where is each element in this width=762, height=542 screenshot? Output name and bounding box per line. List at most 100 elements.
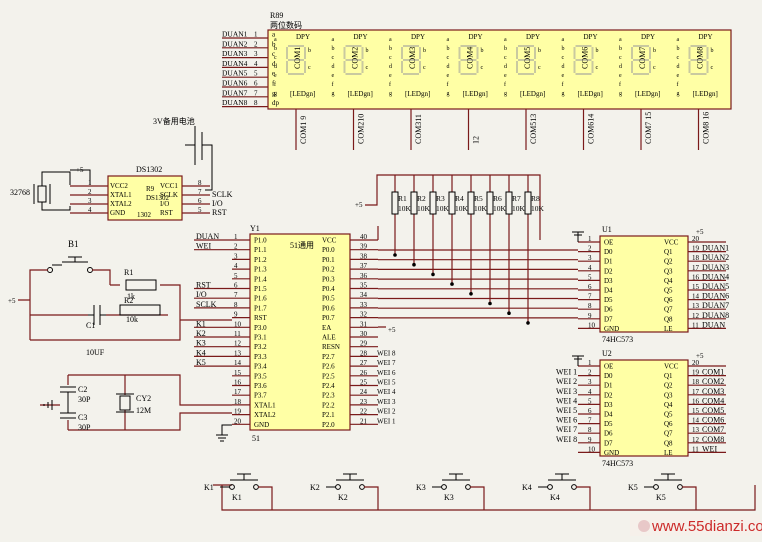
key-ref-label: K4 <box>550 493 560 502</box>
keys-common-wire <box>213 484 756 511</box>
latch-right-pin-name: Q5 <box>664 411 673 419</box>
key-contact-right <box>571 484 577 490</box>
mcu-right-pin-number: 21 <box>360 417 368 425</box>
mcu-left-pin-number: 1 <box>234 233 238 241</box>
latch-right-net-label: COM6 <box>702 416 724 425</box>
resistor-r2-value: 10k <box>126 315 138 324</box>
rarray-resistor-body <box>524 191 532 215</box>
latch-right-pin-number: 14 <box>692 417 700 425</box>
mcu-right-pin-name: P2.5 <box>322 372 335 380</box>
latch-left-pin-name: D7 <box>604 315 613 323</box>
mcu-left-pin-number: 4 <box>234 262 238 270</box>
digit-seg-letter-right: b <box>711 48 714 54</box>
duan-label: DUAN3 <box>222 49 248 58</box>
rtc-right-pin-number: 7 <box>198 188 202 196</box>
latch-left-pin-number: 6 <box>588 407 592 415</box>
digit-type-label: DPY <box>296 33 310 41</box>
digit-seg-letter-left: e <box>447 73 450 79</box>
resistor-r2-body <box>119 304 161 316</box>
digit-sub-label: [LEDgn] <box>520 90 545 98</box>
latch-right-net-label: DUAN4 <box>702 272 729 281</box>
digit-name: COM4 <box>466 47 475 69</box>
digit-seg-letter-left: g <box>619 91 622 97</box>
rtc-left-pin-name: XTAL1 <box>110 191 132 199</box>
latch-left-pin-name: D3 <box>604 277 613 285</box>
latch-left-pin-name: D0 <box>604 248 613 256</box>
rarray-resistor-ref: R3 <box>436 194 445 203</box>
digit-seg-letter-left: a <box>389 37 392 43</box>
latch-right-pin-number: 12 <box>692 312 700 320</box>
key-return-wire <box>364 486 379 510</box>
rtc-right-pin-name: RST <box>160 209 174 217</box>
mcu-right-pin-number: 24 <box>360 388 368 396</box>
latch-left-pin-name: D3 <box>604 401 613 409</box>
latch-right-pin-name: Q2 <box>664 258 673 266</box>
rtc-overlay-part: DS1302 <box>146 194 169 202</box>
latch-left-pin-name: D6 <box>604 306 613 314</box>
latch-right-pin-name: VCC <box>664 363 679 371</box>
latch-left-pin-name: D4 <box>604 287 613 295</box>
mcu-right-pin-name: P2.6 <box>322 363 335 371</box>
latch-left-pin-number: 4 <box>588 264 592 272</box>
latch-right-pin-number: 13 <box>692 302 700 310</box>
digit-seg-letter-left: d <box>619 64 622 70</box>
mcu-right-pin-number: 25 <box>360 379 368 387</box>
display-ref: R89 <box>270 11 283 20</box>
mcu-right-pin-name: P0.3 <box>322 275 335 283</box>
latch-oe-ground-symbol <box>572 355 584 366</box>
rtc-right-pin-number: 5 <box>198 206 202 214</box>
duan-pin-number: 7 <box>254 89 258 97</box>
digit-sub-label: [LEDgn] <box>578 90 603 98</box>
latch-left-pin-number: 9 <box>588 436 592 444</box>
digit-sub-label: [LEDgn] <box>693 90 718 98</box>
duan-label: DUAN1 <box>222 30 248 39</box>
latch-left-pin-number: 7 <box>588 417 592 425</box>
latch-right-pin-number: 18 <box>692 378 700 386</box>
latch-right-pin-number: 19 <box>692 369 700 377</box>
mcu-left-net-label: WEI <box>196 242 211 251</box>
key-contact-left <box>335 484 341 490</box>
digit-seg-letter-right: c <box>538 65 541 71</box>
latch-left-pin-number: 9 <box>588 312 592 320</box>
latch-oe-ground-symbol <box>572 231 584 242</box>
digit-seg-letter-left: e <box>562 73 565 79</box>
latch-ref: U2 <box>602 349 612 358</box>
rarray-resistor-value: 10K <box>512 204 526 213</box>
latch-right-net-label: DUAN1 <box>702 244 729 253</box>
mcu-right-net-label: WEI 7 <box>377 359 396 367</box>
digit-seg-letter-left: c <box>332 55 335 61</box>
digit-seg-letter-left: g <box>677 91 680 97</box>
latch-left-pin-name: OE <box>604 239 613 247</box>
mcu-right-pin-number: 33 <box>360 301 368 309</box>
duan-pin-number: 1 <box>254 31 258 39</box>
rarray-junction-dot <box>450 282 454 286</box>
rarray-resistor-body <box>391 191 399 215</box>
rtc-crystal-symbol <box>37 185 47 203</box>
latch-right-pin-name: LE <box>664 449 673 457</box>
crystal-wires <box>40 374 232 431</box>
mcu-right-pin-number: 36 <box>360 272 368 280</box>
rarray-resistor-body <box>486 191 494 215</box>
digit-seg-letter-left: e <box>389 73 392 79</box>
rarray-junction-dot <box>488 301 492 306</box>
rtc-vcc-wire <box>70 169 91 185</box>
mcu-part: 51 <box>252 434 260 443</box>
mcu-right-pin-name: ALE <box>322 334 336 342</box>
latch-left-pin-number: 1 <box>588 235 592 243</box>
duan-seg-letter: g <box>272 89 276 97</box>
digit-seg-letter-left: a <box>332 37 335 43</box>
mcu-right-pin-number: 29 <box>360 340 368 348</box>
rarray-resistor-ref: R1 <box>398 194 407 203</box>
rarray-resistor-ref: R8 <box>531 194 540 203</box>
com-label: COM513 <box>529 114 538 144</box>
crystal-caps-symbol <box>60 386 76 419</box>
latch-right-net-label: COM5 <box>702 406 724 415</box>
rarray-resistor-value: 10K <box>531 204 545 213</box>
duan-pin-number: 2 <box>254 40 258 48</box>
key-switch-symbol <box>644 473 682 488</box>
bus-wires <box>378 249 578 319</box>
mcu-right-net-label: WEI 3 <box>377 398 396 406</box>
latch-right-net-label: COM8 <box>702 435 724 444</box>
mcu-right-pin-name: P2.0 <box>322 421 335 429</box>
key-contact-right <box>465 484 471 490</box>
